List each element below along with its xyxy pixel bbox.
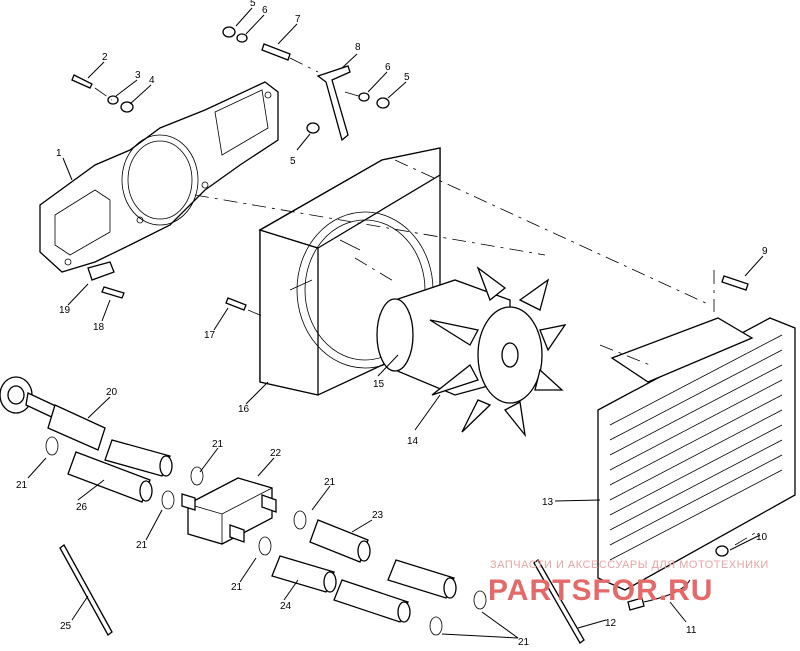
- part-clip: [87, 261, 115, 281]
- callout-21-b: 21: [212, 439, 224, 450]
- part-nut-5-top: [222, 26, 236, 38]
- callout-12: 12: [605, 618, 617, 629]
- part-nut-5-left: [306, 122, 320, 134]
- callout-15: 15: [373, 379, 385, 390]
- callout-21-e: 21: [231, 582, 243, 593]
- part-fitting-22: [181, 477, 277, 545]
- part-nut-10: [715, 545, 729, 557]
- part-bolt-9: [721, 275, 749, 291]
- part-washer-3: [107, 95, 119, 105]
- callout-23: 23: [372, 510, 384, 521]
- part-nut-5-right: [376, 97, 390, 109]
- callout-6-right: 6: [385, 62, 391, 73]
- callout-5-left: 5: [290, 156, 296, 167]
- leader-lines: [27, 7, 764, 639]
- assembly-centerlines: [94, 57, 761, 546]
- callout-9: 9: [762, 246, 768, 257]
- callout-13: 13: [542, 497, 554, 508]
- part-washer-6-top: [236, 33, 248, 43]
- callout-labels: 1 2 3 4 5 5 5 6 6 7 8 9 10 11 12 13 14 1…: [16, 0, 768, 648]
- part-washer-6-right: [358, 92, 370, 102]
- part-fan-blade: [429, 266, 567, 438]
- callout-7: 7: [295, 14, 301, 25]
- part-hose-long-b: [387, 559, 457, 599]
- part-stud-7: [261, 43, 291, 61]
- callout-16: 16: [238, 404, 250, 415]
- callout-18: 18: [93, 322, 105, 333]
- callout-22: 22: [270, 448, 282, 459]
- part-shroud-plate: [39, 81, 279, 273]
- callout-1: 1: [56, 148, 62, 159]
- part-bolt-2: [71, 74, 93, 89]
- callout-21-d: 21: [324, 477, 336, 488]
- watermark-brand: PARTSFOR.RU: [488, 574, 713, 607]
- callout-24: 24: [280, 601, 292, 612]
- callout-5-right: 5: [404, 72, 410, 83]
- part-nut-4: [120, 101, 134, 113]
- callout-14: 14: [407, 436, 419, 447]
- callout-3: 3: [135, 70, 141, 81]
- part-clamps-21: [45, 436, 487, 636]
- part-screw-18: [101, 286, 125, 299]
- part-hose-23: [309, 519, 371, 563]
- watermark-tagline: ЗАПЧАСТИ И АКСЕССУАРЫ ДЛЯ МОТОТЕХНИКИ: [490, 559, 769, 571]
- callout-21-a: 21: [16, 480, 28, 491]
- callout-2: 2: [102, 52, 108, 63]
- callout-25: 25: [60, 621, 72, 632]
- callout-20: 20: [106, 387, 118, 398]
- part-hose-20: [0, 376, 106, 451]
- part-hose-26: [67, 451, 153, 503]
- callout-4: 4: [149, 75, 155, 86]
- part-rod-25: [59, 544, 113, 636]
- callout-21-c: 21: [136, 540, 148, 551]
- part-sensor-wire-11: [627, 579, 691, 611]
- part-rod-12: [533, 559, 585, 644]
- part-bracket-8: [316, 65, 351, 142]
- part-hose-24: [271, 555, 337, 593]
- callout-17: 17: [204, 330, 216, 341]
- callout-19: 19: [59, 305, 71, 316]
- callout-5-top: 5: [250, 0, 256, 9]
- part-hose-short-a: [104, 439, 173, 477]
- callout-8: 8: [355, 42, 361, 53]
- part-screw-17: [225, 297, 247, 311]
- callout-10: 10: [756, 532, 768, 543]
- callout-6-top: 6: [262, 5, 268, 16]
- callout-21-f: 21: [518, 637, 530, 648]
- part-oil-cooler: [597, 317, 796, 591]
- watermark: ЗАПЧАСТИ И АКСЕССУАРЫ ДЛЯ МОТОТЕХНИКИ PA…: [488, 559, 769, 607]
- callout-11: 11: [686, 625, 697, 636]
- callout-26: 26: [76, 502, 88, 513]
- part-hose-long-c: [333, 579, 411, 623]
